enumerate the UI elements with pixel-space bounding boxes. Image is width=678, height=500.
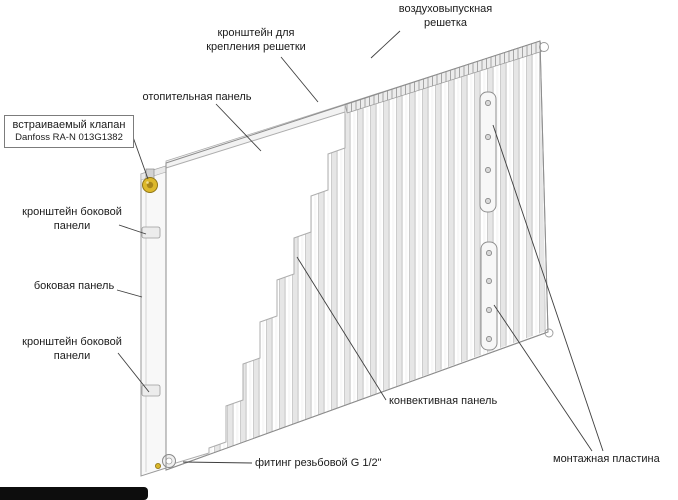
leader-threaded-fitting	[182, 461, 253, 464]
side-panel-bracket-bottom-mark	[141, 384, 161, 397]
leader-mounting-plate-bottom	[493, 304, 593, 452]
label-convective-panel: конвективная панель	[389, 395, 498, 407]
side-panel	[140, 165, 167, 477]
leader-mounting-plate-top	[492, 124, 604, 452]
leader-heating-panel	[215, 103, 262, 152]
leader-built-in-valve	[132, 136, 149, 180]
label-mounting-plate: монтажная пластина	[553, 453, 660, 465]
valve-label-title: встраиваемый клапан	[12, 119, 126, 131]
mounting-plate-top	[479, 91, 497, 213]
label-grille-bracket: кронштейн для крепления решетки	[206, 27, 306, 53]
radiator-outline	[165, 40, 549, 471]
leader-convective-panel	[296, 256, 387, 401]
label-side-panel-bracket-top: кронштейн боковой панели	[22, 206, 122, 232]
watermark-bar	[0, 487, 148, 500]
leader-side-panel	[116, 289, 143, 298]
label-side-panel: боковая панель	[33, 280, 115, 292]
leader-air-vent-grille	[370, 30, 401, 59]
heating-panel	[165, 111, 346, 467]
label-side-panel-bracket-bottom: кронштейн боковой панели	[22, 336, 122, 362]
label-threaded-fitting: фитинг резьбовой G 1/2"	[255, 457, 382, 469]
built-in-valve	[142, 168, 158, 193]
leader-side-panel-bracket-bottom	[117, 352, 150, 393]
top-end-cap	[539, 42, 549, 52]
leader-grille-bracket	[280, 56, 319, 103]
label-air-vent-grille: воздуховыпускная решетка	[398, 3, 493, 29]
leader-lines	[116, 30, 604, 464]
valve-label-model: Danfoss RA-N 013G1382	[15, 132, 123, 143]
label-built-in-valve: встраиваемый клапан Danfoss RA-N 013G138…	[4, 115, 134, 148]
leader-side-panel-bracket-top	[118, 224, 147, 235]
label-heating-panel: отопительная панель	[142, 91, 252, 103]
mounting-plate-bottom	[480, 241, 498, 351]
side-panel-bracket-top-mark	[141, 226, 161, 239]
